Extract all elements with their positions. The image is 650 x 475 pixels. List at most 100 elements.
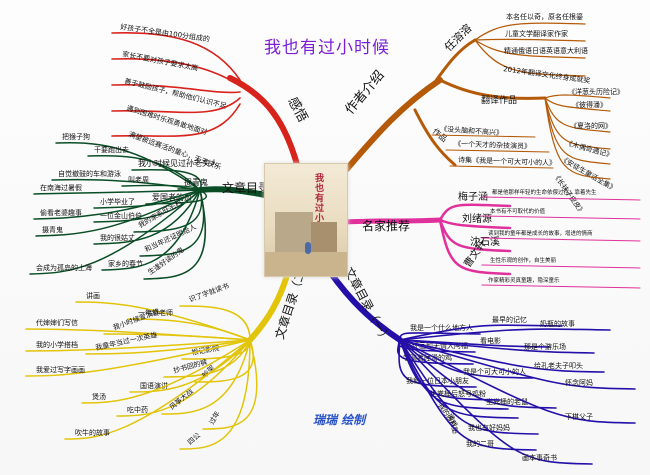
toc1-item: 看电影 — [480, 336, 501, 345]
author-translation-item: 《洋葱头历险记》 — [568, 87, 624, 96]
toc3-item: 在南海过暑假 — [40, 183, 82, 192]
author-translations-label: 翻译作品 — [481, 94, 517, 106]
feelings-item: 善于鼓励孩子，帮助他们认识不足 — [124, 76, 228, 110]
toc2-item-line — [64, 339, 251, 440]
toc3-item-line — [93, 189, 201, 245]
author-work-item-line — [431, 134, 536, 138]
recommend-quote: 读到我的童年都是成长的故事，增进的情商 — [488, 229, 593, 237]
recommend-person-line — [438, 218, 512, 253]
author-work-item: 《一个天才的杂技演员》 — [454, 139, 531, 151]
recommend-person-line — [438, 218, 512, 276]
toc1-item: 坐粪桶后怒号鸡粉 — [430, 389, 486, 398]
author-name-item: 本名任以奇，原名任根鎏 — [506, 12, 583, 21]
toc1-item-line — [396, 339, 474, 365]
toc1-item: 最早的记忆 — [492, 315, 527, 324]
author-translation-item-line — [544, 97, 611, 150]
author-name-item: 精通俄语日语英语意大利语 — [504, 46, 588, 55]
toc3-item: 摄青鬼 — [42, 225, 63, 234]
author-translation-item-line — [544, 94, 611, 99]
toc3-item: 我小时候见过孙老夫人 — [138, 158, 218, 168]
feelings-item-line — [111, 97, 241, 114]
toc3-item-line — [133, 189, 203, 233]
toc2-item-line — [161, 339, 251, 415]
feelings-item: 好孩子不全是由100分组成的 — [120, 22, 211, 43]
toc3-item-line — [177, 187, 228, 191]
recommend-quote-line — [481, 196, 641, 201]
author-name-item-line — [474, 22, 586, 41]
author-work-item: 诗集《我是一个可大可小的人》 — [458, 155, 556, 167]
feelings-main-branch — [227, 75, 301, 171]
toc1-item: 奶瓶的故事 — [540, 319, 575, 328]
author-translation-item-line — [544, 97, 611, 133]
toc3-item: 一位金山伯伯 — [100, 211, 142, 220]
toc3-item-line — [131, 168, 202, 191]
toc3-item-line — [29, 189, 201, 275]
feelings-label: 感悟 — [284, 94, 310, 124]
toc2-item: 过年 — [207, 409, 222, 426]
toc3-item-line — [87, 154, 201, 191]
toc3-item: 我的很姑丈 — [100, 233, 135, 242]
toc1-item: 给孔老夫子叩头 — [534, 361, 583, 370]
toc2-item: 识了字就读书 — [188, 281, 231, 304]
toc2-item-line — [25, 339, 251, 377]
toc2-item: 代婶婶们写信 — [36, 318, 78, 327]
recommend-quote: 作家精彩灵真童趣，隐深童乐 — [488, 276, 560, 284]
book-cover-image: 我也有过小时候 — [264, 163, 348, 277]
toc1-item-line — [399, 339, 537, 451]
toc1-item: 下棋父子 — [565, 412, 593, 421]
toc1-item-line — [399, 339, 595, 354]
recommend-person-line — [438, 203, 512, 222]
toc2-item-line — [81, 339, 251, 404]
toc3-item: 偷看老婆趣事 — [40, 208, 82, 217]
toc1-item: 怀念阿妈 — [565, 378, 593, 387]
author-name-item: 2012年翻译文化终身成就奖 — [503, 64, 591, 85]
toc3-item-line — [51, 178, 201, 191]
author-translation-item: 《夏洛的网》 — [570, 121, 612, 130]
recommend-person: 梅子涵 — [458, 190, 488, 203]
toc2-item: 一年级老师 — [138, 308, 173, 317]
toc1-item-line — [399, 339, 636, 390]
toc2-item-line — [25, 339, 251, 352]
author-translation-item-line — [544, 97, 611, 180]
toc1-item: 画本事奇书 — [522, 453, 557, 462]
toc1-item-line — [399, 339, 539, 435]
author-name-item-line — [474, 39, 586, 59]
feelings-item-line — [111, 103, 241, 137]
toc1-label: 文章目录（一） — [341, 264, 394, 345]
toc1-item-line — [399, 339, 557, 409]
toc3-item-line — [33, 189, 201, 220]
feelings-item-line — [111, 57, 241, 87]
author-signature: 瑞瑞 绘制 — [313, 413, 366, 427]
toc1-main-branch — [327, 269, 403, 343]
toc3-item: 家乡的春节 — [108, 259, 143, 268]
page-title: 我也有过小时候 — [264, 38, 390, 58]
toc1-item-line — [399, 328, 611, 341]
toc2-item: 四公 — [186, 431, 202, 446]
feelings-item-line — [111, 31, 241, 81]
toc2-item-line — [129, 339, 251, 393]
toc3-item-line — [101, 189, 201, 271]
toc2-item-line — [179, 339, 251, 450]
author-name-item-line — [474, 39, 586, 77]
toc3-item: 爱国者的血 — [152, 192, 192, 202]
toc2-item: 煲汤 — [92, 392, 106, 401]
toc1-item-line — [399, 339, 605, 373]
toc3-item-line — [33, 189, 201, 195]
feelings-item-line — [111, 83, 241, 94]
toc1-item: 我的二哥 — [466, 439, 494, 448]
toc1-item: 我是个可大可小的人 — [463, 367, 526, 376]
toc3-item-line — [55, 142, 201, 191]
author-label: 作者介绍 — [343, 68, 388, 117]
toc1-item: 我也有好妈妈 — [468, 423, 510, 432]
toc2-item: 国语演讲 — [140, 381, 168, 390]
toc3-item: 干要跑出去 — [94, 145, 129, 154]
toc2-item: 风筝大战 — [168, 387, 195, 412]
toc1-item-line — [399, 339, 593, 465]
toc2-item-line — [103, 333, 251, 341]
recommend-main-branch — [343, 217, 443, 225]
toc1-item-line — [399, 339, 534, 379]
toc2-item-line — [202, 339, 258, 430]
toc2-item-line — [85, 339, 251, 355]
toc3-item: 叫老周 — [128, 175, 149, 184]
author-work-item-line — [445, 149, 550, 153]
